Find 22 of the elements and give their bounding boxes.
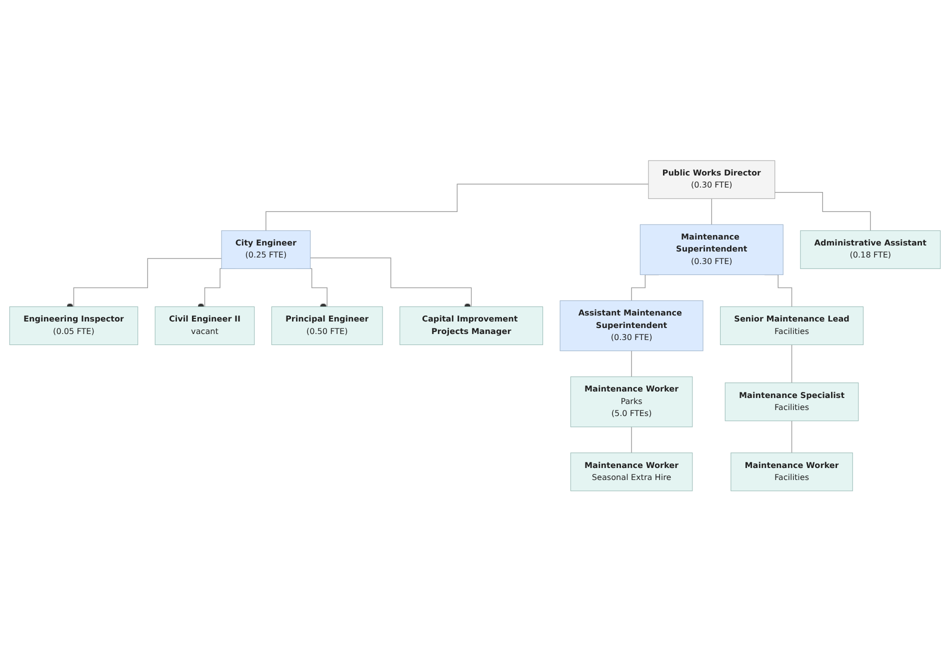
node-box: Maintenance Worker Parks (5.0 FTEs) bbox=[570, 376, 693, 428]
connector bbox=[791, 344, 792, 384]
connector bbox=[711, 198, 712, 226]
node-box: Maintenance Worker Seasonal Extra Hire bbox=[570, 452, 693, 492]
node-box: Civil Engineer II vacant bbox=[154, 306, 255, 346]
connector bbox=[266, 184, 649, 232]
node-box: Engineering Inspector (0.05 FTE) bbox=[9, 306, 138, 346]
node-box: Assistant Maintenance Superintendent (0.30 FTE) bbox=[560, 300, 704, 352]
connector bbox=[631, 350, 632, 378]
node-box: Capital Improvement Projects Manager bbox=[400, 306, 544, 346]
node-box: Public Works Director (0.30 FTE) bbox=[648, 160, 776, 200]
node-box: Maintenance Worker Facilities bbox=[730, 452, 853, 492]
connector bbox=[791, 420, 792, 454]
connector bbox=[774, 192, 871, 232]
connector bbox=[70, 258, 222, 308]
node-box: Maintenance Specialist Facilities bbox=[724, 382, 859, 422]
node-box: Maintenance Superintendent (0.30 FTE) bbox=[640, 224, 784, 276]
node-box: Senior Maintenance Lead Facilities bbox=[720, 306, 864, 346]
connector bbox=[631, 426, 632, 454]
node-box: City Engineer (0.25 FTE) bbox=[221, 230, 311, 270]
node-box: Administrative Assistant (0.18 FTE) bbox=[800, 230, 941, 270]
node-box: Principal Engineer (0.50 FTE) bbox=[271, 306, 383, 346]
